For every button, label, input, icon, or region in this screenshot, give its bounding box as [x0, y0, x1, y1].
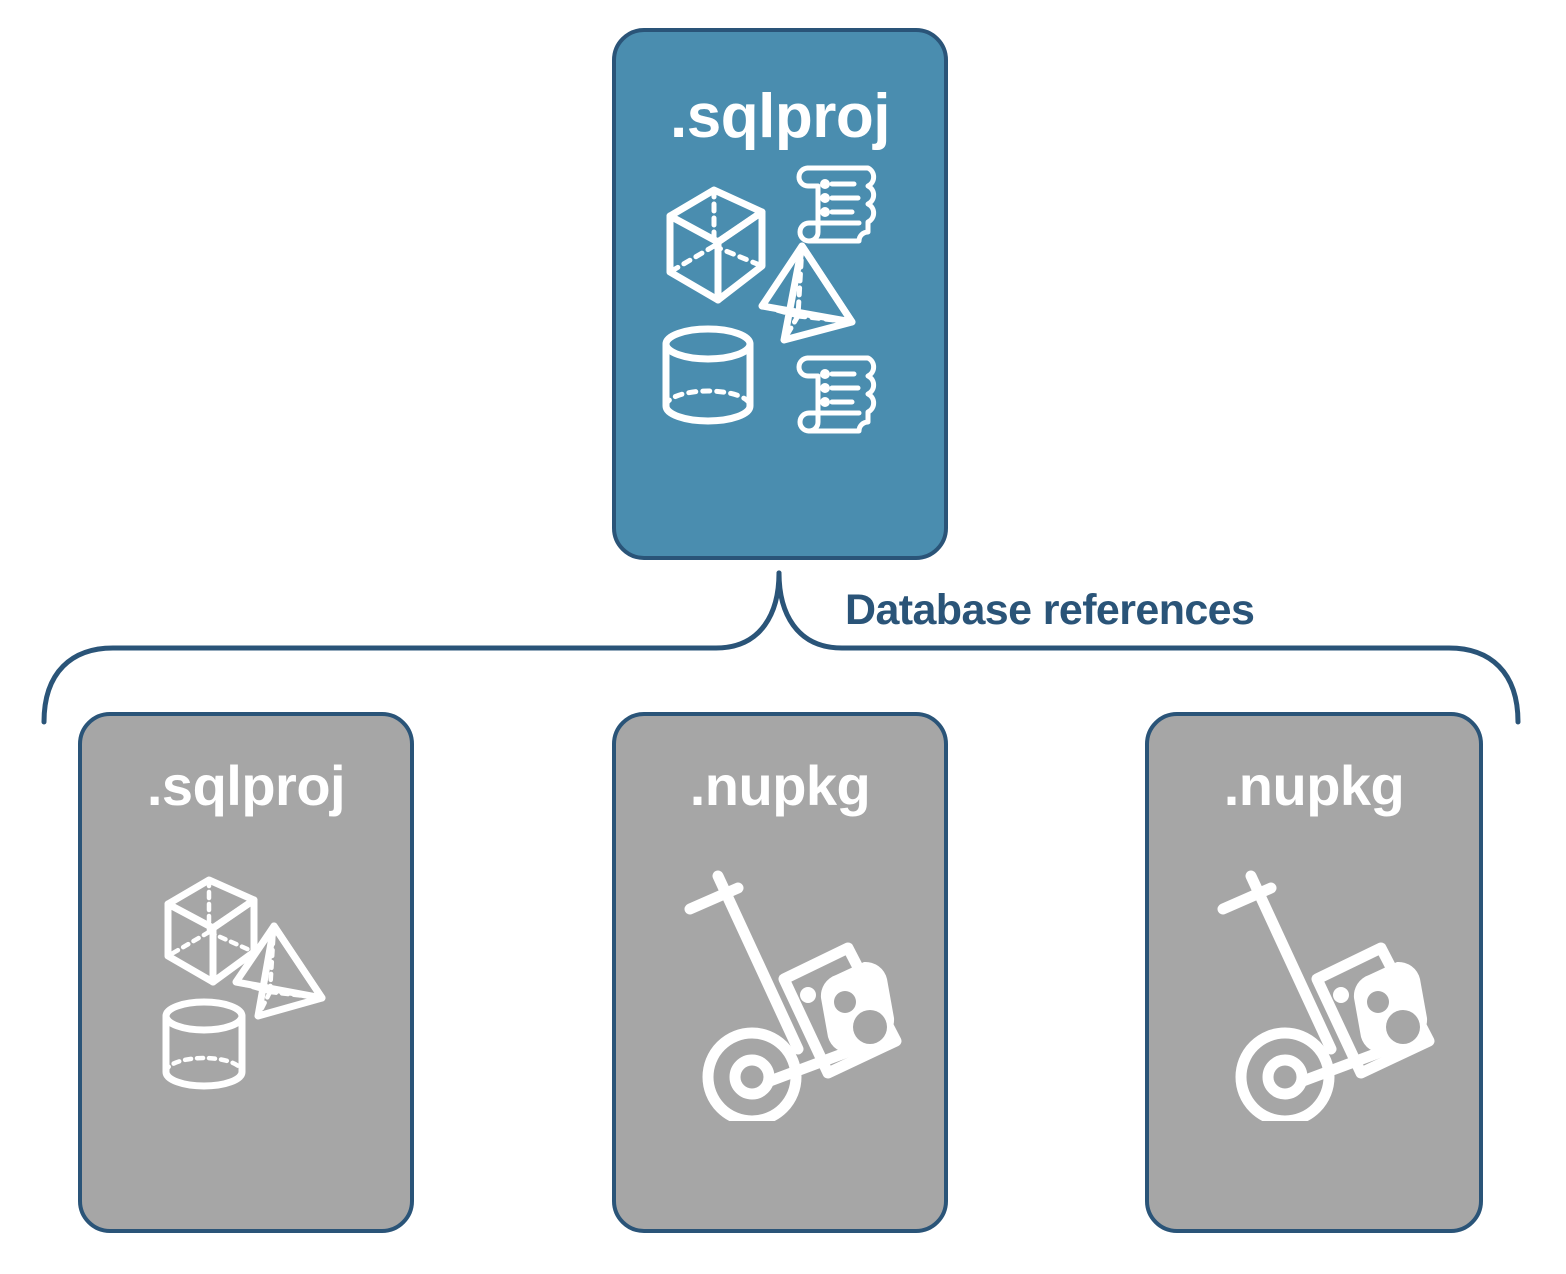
hand-truck-nuget-package-icon	[1217, 870, 1435, 1121]
child-0-icons-group	[162, 876, 326, 1090]
pyramid-wireframe-icon	[758, 242, 856, 344]
node-child-1-label: .nupkg	[689, 754, 871, 817]
root-icons-group	[662, 165, 877, 434]
scroll-icon	[796, 355, 877, 434]
node-nupkg-2[interactable]: .nupkg	[1145, 712, 1483, 1233]
scroll-icon	[796, 165, 877, 244]
connector-label: Database references	[845, 586, 1255, 634]
node-child-2-label: .nupkg	[1223, 754, 1405, 817]
node-child-0-label: .sqlproj	[146, 754, 346, 817]
node-sqlproj-child[interactable]: .sqlproj	[78, 712, 414, 1233]
cube-wireframe-icon	[164, 876, 258, 986]
child-1-icons-group	[684, 870, 902, 1121]
cube-wireframe-icon	[666, 186, 766, 304]
cylinder-wireframe-icon	[662, 325, 754, 425]
node-sqlproj-root[interactable]: .sqlproj	[612, 28, 948, 560]
pyramid-wireframe-icon	[232, 922, 326, 1020]
hand-truck-nuget-package-icon	[684, 870, 902, 1121]
node-root-label: .sqlproj	[670, 82, 890, 151]
node-nupkg-1[interactable]: .nupkg	[612, 712, 948, 1233]
cylinder-wireframe-icon	[162, 998, 246, 1090]
child-2-icons-group	[1217, 870, 1435, 1121]
